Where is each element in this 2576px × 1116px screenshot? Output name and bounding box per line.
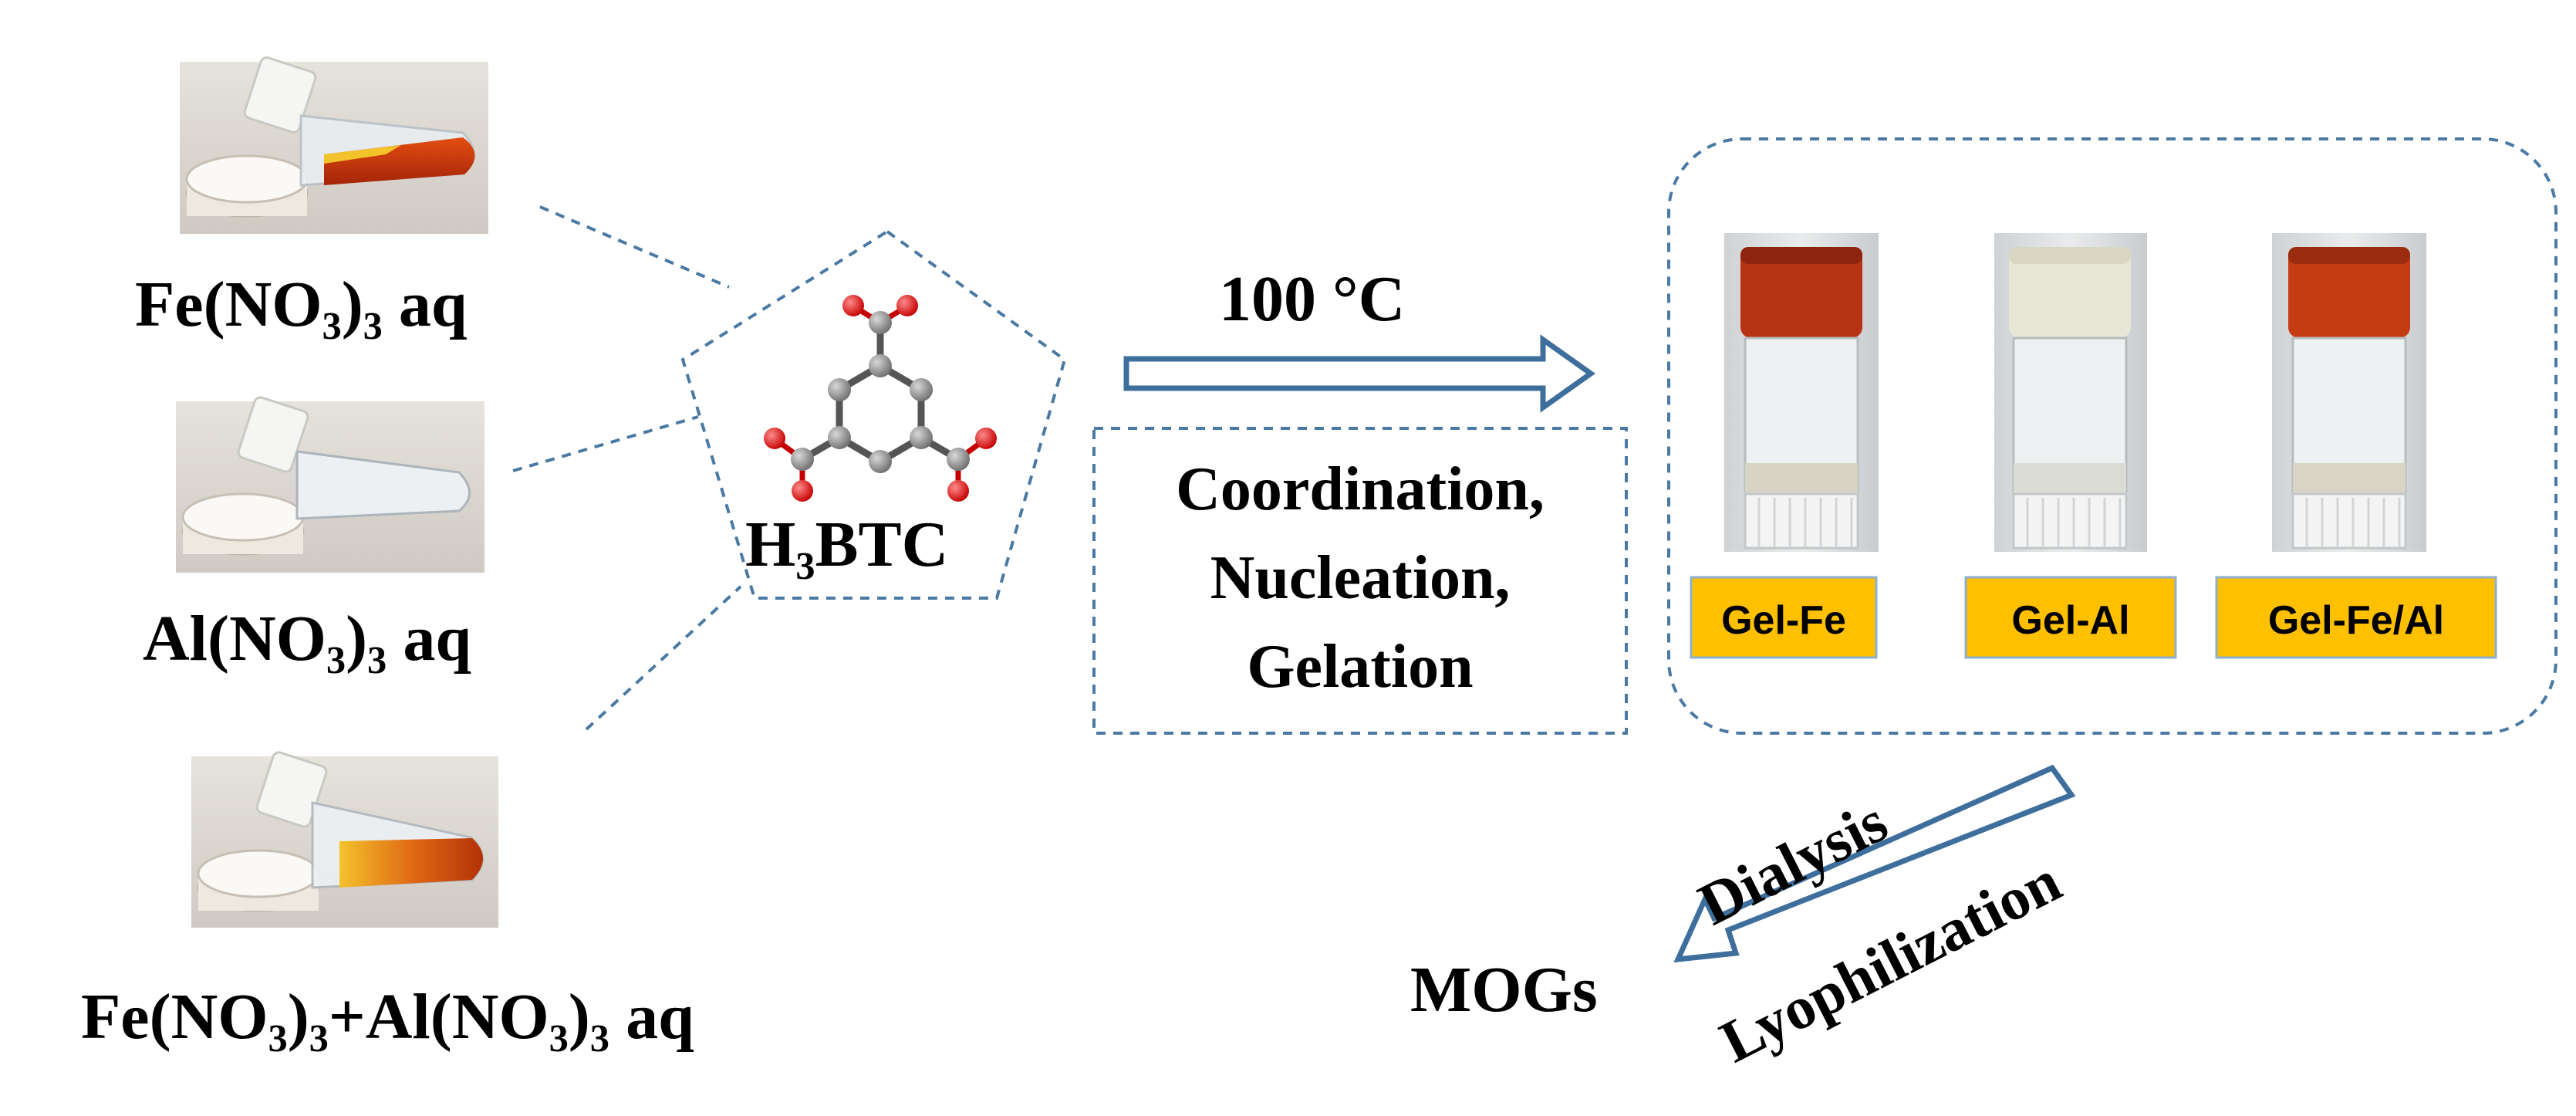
precursor-photo-al [176,396,484,573]
gel-label-feal: Gel-Fe/Al [2268,598,2444,643]
gel-label-fe: Gel-Fe [1721,598,1846,643]
precursor-label-al: Al(NO₃)₃ aq [143,603,471,675]
gel-label-box-feal [2215,576,2497,659]
step-nucleation: Nucleation, [1210,544,1511,612]
gel-photo-fe [1724,233,1879,552]
temperature-label: 100 °C [1219,263,1405,335]
product-label: MOGs [1410,954,1598,1026]
post-process-arrow [1673,764,2076,963]
gels-box [1667,137,2557,735]
molecule-icon [764,295,997,502]
gel-label-box-al [1964,576,2177,659]
step-gelation: Gelation [1247,633,1473,701]
connector-al [512,415,699,472]
precursor-photo-feal [191,751,498,928]
ligand-label: H₃BTC [745,509,948,580]
process-steps-box [1092,427,1628,735]
dialysis-label: Dialysis [1688,787,1897,938]
process-arrow [1123,334,1596,413]
gel-photo-al [1994,233,2147,552]
precursor-label-feal: Fe(NO₃)₃+Al(NO₃)₃ aq [81,981,694,1053]
precursor-photo-fe [180,56,488,234]
gel-photo-feal [2272,233,2426,552]
connector-feal [585,585,742,731]
gel-label-box-fe [1690,576,1878,659]
connector-fe [539,205,730,289]
connector-lines [512,205,742,731]
step-coordination: Coordination, [1176,455,1545,523]
gel-label-al: Gel-Al [2011,598,2129,643]
precursor-label-fe: Fe(NO₃)₃ aq [135,269,468,340]
